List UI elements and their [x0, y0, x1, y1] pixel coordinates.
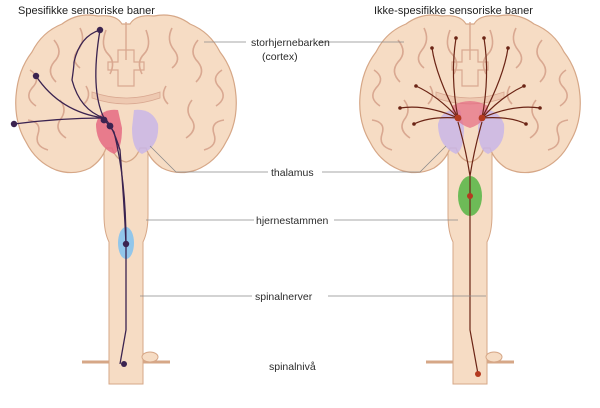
right-nonspecific-pathway [399, 37, 541, 375]
left-neuron-bodies [10, 26, 130, 367]
spinal-nerves-label: spinalnerver [255, 291, 313, 303]
right-panel-title: Ikke-spesifikke sensoriske baner [374, 5, 533, 17]
right-fibre-arrowheads [398, 36, 542, 126]
right-thalamus-pink [452, 101, 488, 128]
left-panel-title: Spesifikke sensoriske baner [18, 5, 155, 17]
right-neuron-bodies [454, 114, 486, 377]
cortex-label-line2: (cortex) [262, 51, 298, 63]
left-thalamus-lavender [132, 109, 159, 154]
spinal-level-label: spinalnivå [269, 361, 316, 373]
label-thalamus: thalamus [149, 145, 447, 179]
brainstem-label: hjernestammen [256, 215, 329, 227]
cortex-label-line1: storhjernebarken [251, 37, 330, 49]
label-cortex: storhjernebarken (cortex) [204, 37, 404, 63]
label-brainstem: hjernestammen [146, 215, 458, 227]
label-spinal-level: spinalnivå [269, 361, 316, 373]
label-spinal-nerves: spinalnerver [140, 291, 486, 303]
left-brain-figure: Spesifikke sensoriske baner [10, 5, 238, 386]
right-thalamus-lavender-right [478, 109, 505, 154]
thalamus-label: thalamus [271, 167, 314, 179]
right-brain-figure: Ikke-spesifikke sensoriske baner [358, 5, 582, 386]
